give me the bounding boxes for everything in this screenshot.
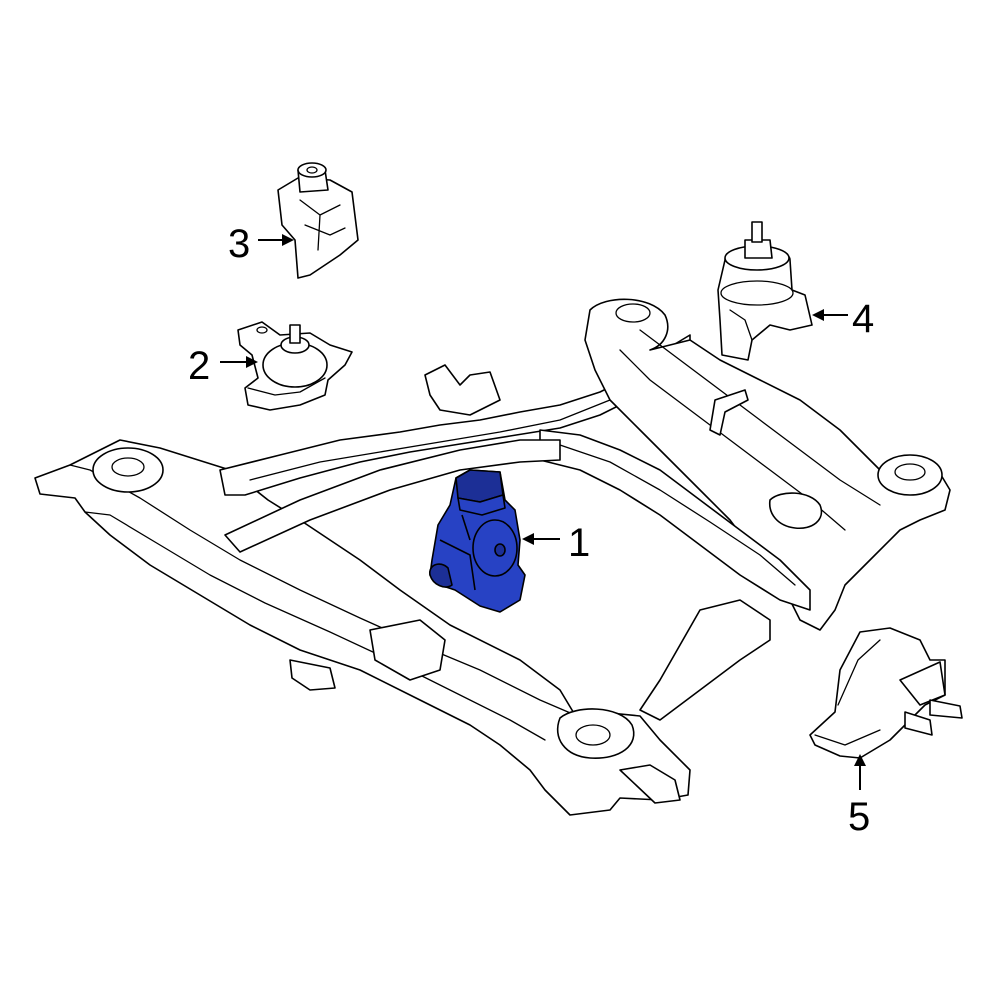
arrowhead-1 — [522, 533, 534, 545]
arrowhead-5 — [854, 754, 866, 766]
callout-5: 5 — [848, 754, 870, 839]
arrowhead-3 — [282, 234, 294, 246]
engine-mount-1-highlighted[interactable] — [429, 469, 526, 613]
callout-3: 3 — [228, 222, 294, 266]
callout-label-1: 1 — [568, 521, 590, 565]
callout-label-3: 3 — [228, 222, 250, 266]
callout-4: 4 — [812, 297, 874, 341]
engine-mount-3[interactable] — [277, 162, 359, 279]
callout-1: 1 — [522, 521, 590, 565]
callout-label-5: 5 — [848, 795, 870, 839]
callout-label-2: 2 — [188, 344, 210, 388]
engine-mount-5[interactable] — [809, 627, 963, 759]
engine-mount-2[interactable] — [237, 321, 353, 411]
arrowhead-2 — [246, 356, 258, 368]
engine-cradle-subframe — [34, 298, 951, 816]
callout-label-4: 4 — [852, 297, 874, 341]
arrowhead-4 — [812, 309, 824, 321]
engine-mount-4[interactable] — [717, 221, 813, 361]
callout-2: 2 — [188, 344, 258, 388]
